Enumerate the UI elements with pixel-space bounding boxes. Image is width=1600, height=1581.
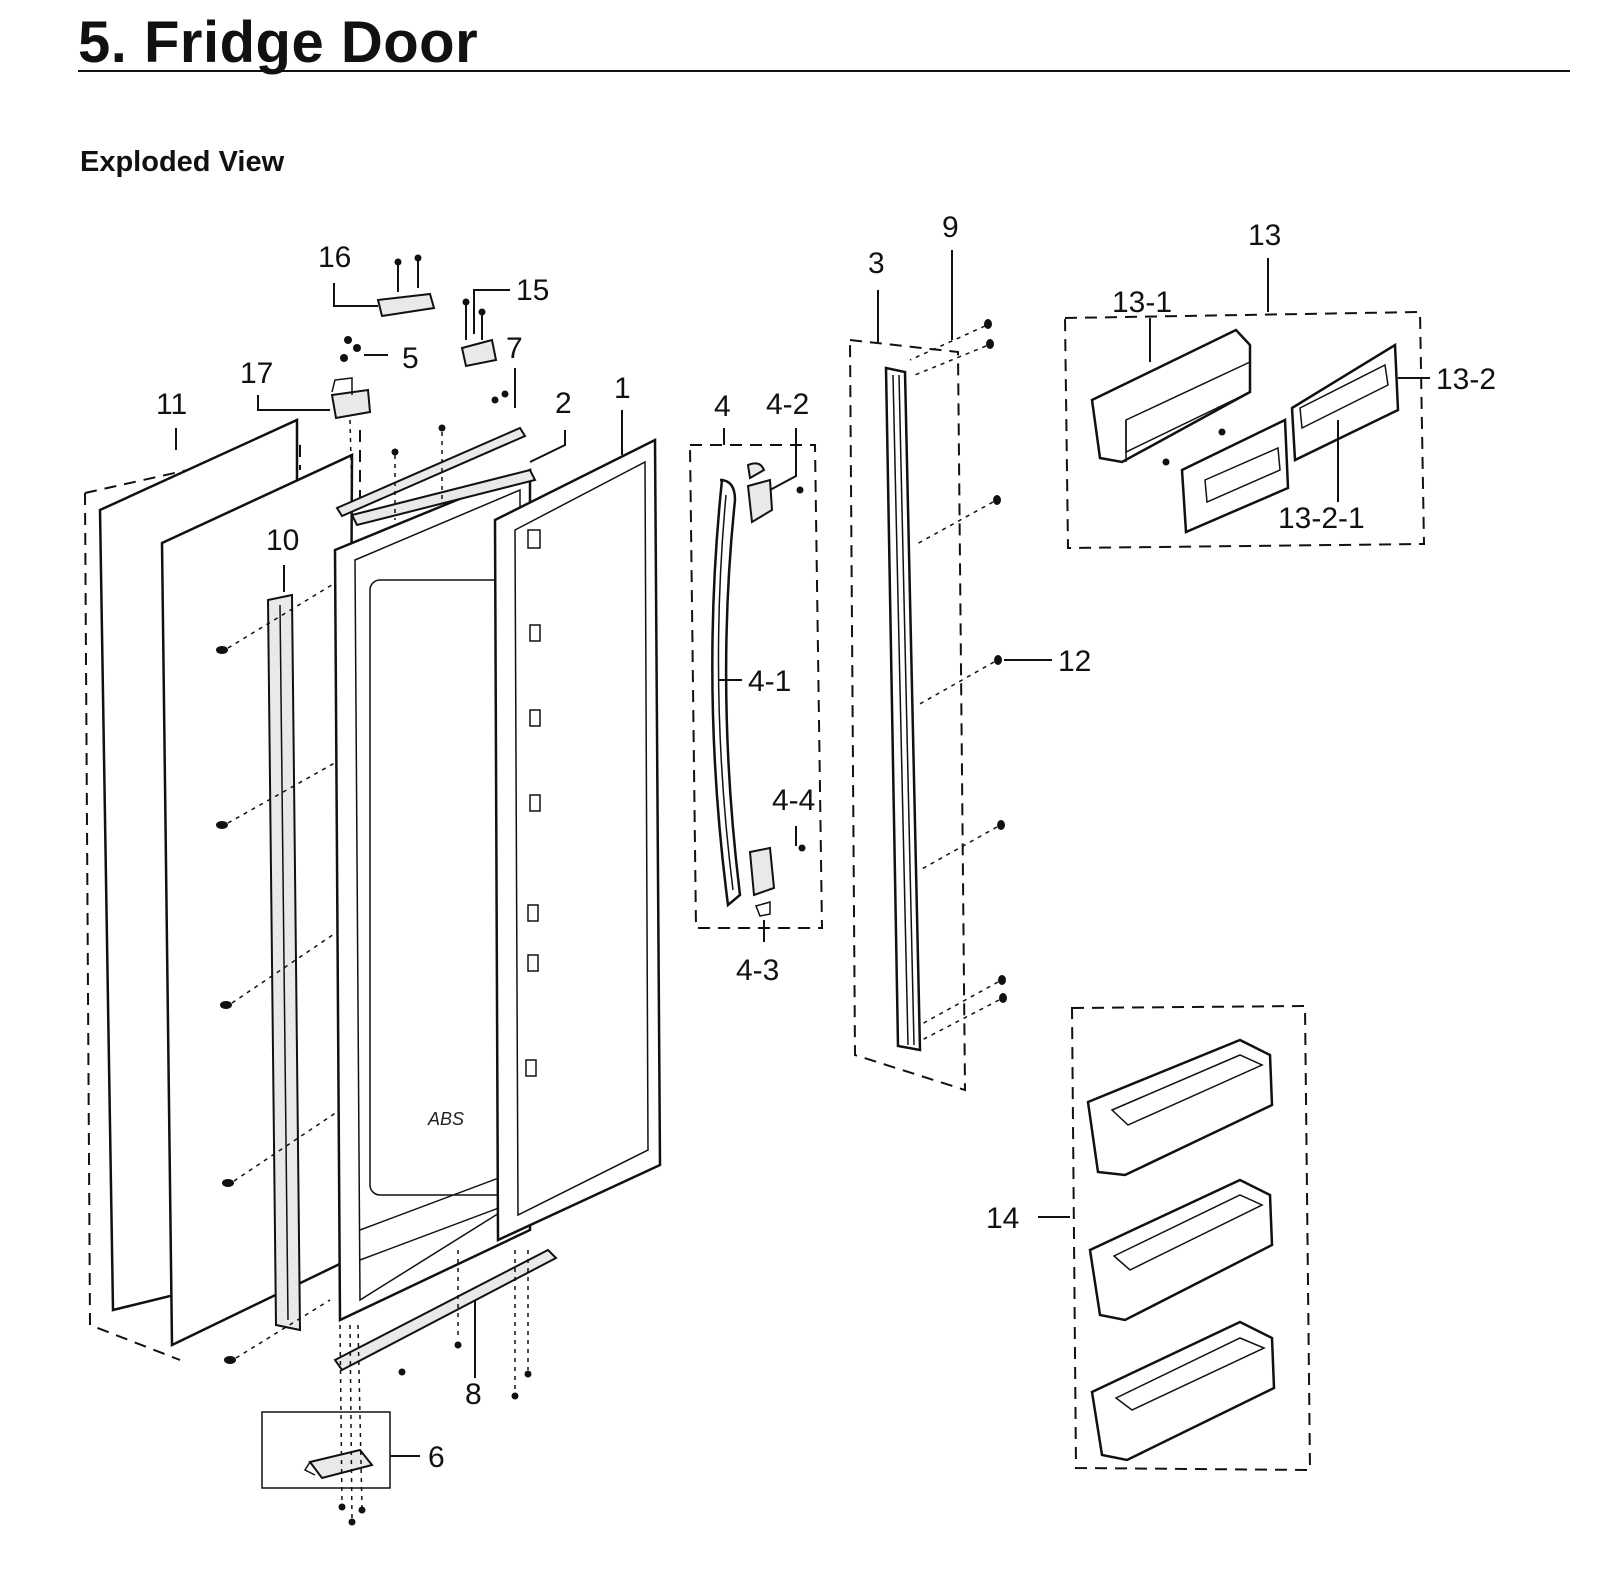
part-13-2-bin-door [1290, 342, 1400, 462]
bottom-screws [398, 1250, 532, 1400]
callout-6: 6 [428, 1441, 445, 1474]
callout-labels: 16 15 5 7 17 11 2 1 10 4 4-2 4-1 4-4 4-3… [156, 211, 1496, 1474]
part-8-bottom-cap [333, 1248, 558, 1372]
abs-stamp: ABS [427, 1109, 464, 1129]
part-4-4-handle-cap-bottom [748, 846, 776, 897]
callout-3: 3 [868, 247, 885, 280]
part-13-1-bin-case [1090, 328, 1252, 464]
part-4-2-handle-cap-top [746, 478, 774, 524]
door-bin-2 [1088, 1178, 1274, 1322]
callout-13-2: 13-2 [1436, 363, 1496, 396]
callout-4-4: 4-4 [772, 784, 815, 817]
top-hinge-parts [330, 254, 509, 520]
callout-7: 7 [506, 332, 523, 365]
callout-15: 15 [516, 274, 549, 307]
part-10-side-bracket [266, 593, 302, 1332]
callout-13-1: 13-1 [1112, 286, 1172, 319]
part-13-dairy-bin-assembly [1063, 310, 1426, 550]
title-rule [78, 70, 1570, 72]
part-14-door-bins [1070, 1004, 1312, 1472]
left-side-screws [216, 579, 341, 1364]
part-13-2-1-bin-trim [1299, 363, 1389, 430]
part-2-door-liner: ABS [333, 468, 532, 1322]
part-17-hinge-bracket [330, 388, 372, 420]
door-insulation-panel [160, 453, 354, 1347]
part-15-hinge-pin-block [460, 338, 498, 368]
callout-13: 13 [1248, 219, 1281, 252]
callout-17: 17 [240, 357, 273, 390]
part-16-hinge-plate [376, 292, 436, 318]
callout-4: 4 [714, 390, 731, 423]
part-1-door-gasket [493, 437, 662, 1242]
callout-4-3: 4-3 [736, 954, 779, 987]
callout-9: 9 [942, 211, 959, 244]
callout-2: 2 [555, 387, 572, 420]
callout-4-1: 4-1 [748, 665, 791, 698]
part-4-handle-assembly [688, 444, 824, 929]
callout-4-2: 4-2 [766, 388, 809, 421]
callout-1: 1 [614, 372, 631, 405]
page-title: 5. Fridge Door [78, 10, 479, 75]
callout-12: 12 [1058, 645, 1091, 678]
door-bin-3 [1090, 1320, 1276, 1462]
part-3-side-trim [848, 319, 1007, 1092]
callout-11: 11 [156, 388, 187, 421]
section-subtitle: Exploded View [80, 146, 285, 178]
door-bin-1 [1086, 1038, 1274, 1177]
callout-14: 14 [986, 1202, 1019, 1235]
callout-16: 16 [318, 241, 351, 274]
callout-8: 8 [465, 1378, 482, 1411]
part-4-3-handle-clip [754, 901, 771, 917]
callout-10: 10 [266, 524, 299, 557]
leader-lines [175, 250, 1430, 1457]
callout-5: 5 [402, 342, 419, 375]
part-6-bottom-hinge [261, 1324, 391, 1526]
callout-13-2-1: 13-2-1 [1278, 502, 1365, 535]
part-4-1-handle [711, 478, 742, 908]
part-7-top-cap [335, 426, 537, 527]
